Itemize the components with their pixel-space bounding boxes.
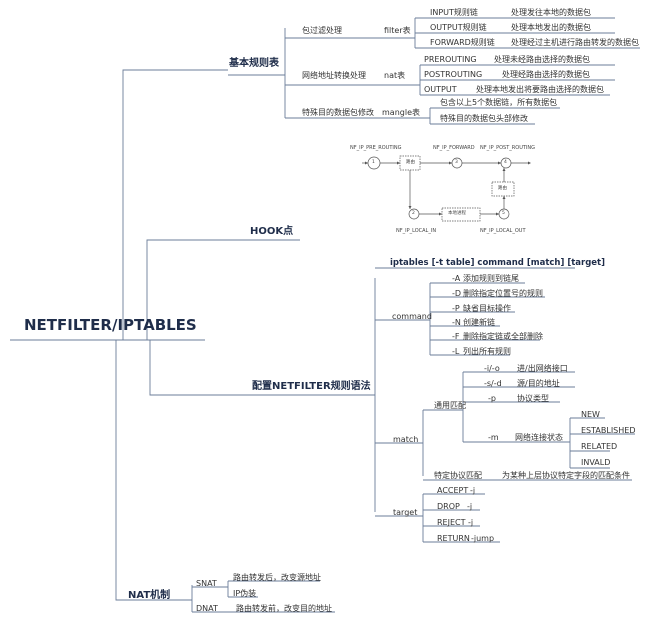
general-match: 通用匹配 bbox=[434, 401, 466, 410]
postrouting-chain: POSTROUTING bbox=[424, 70, 483, 79]
cmd-desc-F: 删除指定链或全部删除 bbox=[463, 332, 543, 341]
nat-purpose: 网络地址转换处理 bbox=[302, 71, 366, 80]
state-opt: -m bbox=[488, 433, 499, 442]
hook-pre-routing: NF_IP_PRE_ROUTING bbox=[350, 145, 402, 151]
hook-node-1: 1 bbox=[372, 160, 375, 165]
state-established: ESTABLISHED bbox=[581, 426, 636, 435]
mangle-desc-1: 包含以上5个数据链，所有数据包 bbox=[440, 98, 558, 107]
cmd-opt-D: -D bbox=[452, 289, 462, 298]
hook-route-1: 路由 bbox=[406, 160, 415, 165]
prerouting-desc: 处理未经路由选择的数据包 bbox=[494, 55, 590, 64]
proto-opt: -p bbox=[488, 394, 496, 403]
hook-forward: NF_IP_FORWARD bbox=[433, 145, 475, 151]
filter-purpose: 包过滤处理 bbox=[302, 26, 342, 35]
iface-desc: 进/出网络接口 bbox=[517, 364, 568, 373]
target-drop: DROP bbox=[437, 502, 460, 511]
dnat-desc: 路由转发前，改变目的地址 bbox=[236, 604, 332, 613]
cmd-desc-P: 缺省目标操作 bbox=[463, 304, 511, 313]
hook-local-process: 本地进程 bbox=[448, 211, 466, 216]
proto-desc: 协议类型 bbox=[517, 394, 549, 403]
forward-chain-desc: 处理经过主机进行路由转发的数据包 bbox=[511, 38, 639, 47]
cmd-opt-A: -A bbox=[452, 274, 461, 283]
snat-desc-1: 路由转发后，改变源地址 bbox=[233, 573, 321, 582]
state-desc: 网络连接状态 bbox=[515, 433, 563, 442]
state-related: RELATED bbox=[581, 442, 618, 451]
output-chain: OUTPUT规则链 bbox=[430, 23, 487, 32]
output-chain-desc: 处理本地发出的数据包 bbox=[511, 23, 591, 32]
filter-table: filter表 bbox=[384, 26, 411, 35]
target-return: RETURN bbox=[437, 534, 470, 543]
config-title: 配置NETFILTER规则语法 bbox=[252, 381, 371, 392]
cmd-opt-F: -F bbox=[452, 332, 460, 341]
proto-specific-match: 特定协议匹配 bbox=[434, 471, 482, 480]
target-return-opt: -jump bbox=[471, 534, 495, 543]
hook-route-2: 路由 bbox=[498, 186, 507, 191]
input-chain: INPUT规则链 bbox=[430, 8, 478, 17]
input-chain-desc: 处理发往本地的数据包 bbox=[511, 8, 591, 17]
target-accept: ACCEPT bbox=[437, 486, 469, 495]
postrouting-desc: 处理经路由选择的数据包 bbox=[502, 70, 590, 79]
prerouting-chain: PREROUTING bbox=[424, 55, 477, 64]
target-label: target bbox=[393, 508, 418, 517]
snat-label: SNAT bbox=[196, 579, 217, 588]
rules-title: 基本规则表 bbox=[229, 58, 279, 69]
target-reject-opt: -j bbox=[468, 518, 474, 527]
mangle-desc-2: 特殊目的数据包头部修改 bbox=[440, 114, 528, 123]
hook-node-2: 2 bbox=[412, 211, 415, 216]
snat-desc-2: IP伪装 bbox=[233, 589, 257, 598]
cmd-opt-N: -N bbox=[452, 318, 461, 327]
nat-output-desc: 处理本地发出将要路由选择的数据包 bbox=[476, 85, 604, 94]
mangle-purpose: 特殊目的数据包修改 bbox=[302, 108, 374, 117]
nat-output-chain: OUTPUT bbox=[424, 85, 457, 94]
proto-specific-desc: 为某种上层协议特定字段的匹配条件 bbox=[502, 471, 630, 480]
addr-desc: 源/目的地址 bbox=[517, 379, 560, 388]
hook-node-5: 5 bbox=[502, 211, 505, 216]
iface-opt: -i/-o bbox=[484, 364, 500, 373]
hook-local-out: NF_IP_LOCAL_OUT bbox=[480, 228, 526, 234]
addr-opt: -s/-d bbox=[484, 379, 502, 388]
state-new: NEW bbox=[581, 410, 600, 419]
nat-title: NAT机制 bbox=[128, 590, 171, 601]
cmd-opt-P: -P bbox=[452, 304, 460, 313]
nat-table: nat表 bbox=[384, 71, 406, 80]
hook-node-3: 3 bbox=[455, 160, 458, 165]
target-drop-opt: -j bbox=[467, 502, 473, 511]
target-accept-opt: -j bbox=[470, 486, 476, 495]
state-invalid: INVALD bbox=[581, 458, 611, 467]
cmd-desc-D: 删除指定位置号的规则 bbox=[463, 289, 543, 298]
cmd-desc-L: 列出所有规则 bbox=[463, 347, 511, 356]
forward-chain: FORWARD规则链 bbox=[430, 38, 495, 47]
cmd-desc-A: 添加规则到链尾 bbox=[463, 274, 519, 283]
hook-local-in: NF_IP_LOCAL_IN bbox=[396, 228, 437, 234]
iptables-syntax: iptables [-t table] command [match] [tar… bbox=[390, 258, 605, 268]
hook-node-4: 4 bbox=[504, 160, 507, 165]
root-title: NETFILTER/IPTABLES bbox=[24, 316, 197, 334]
match-label: match bbox=[393, 435, 419, 444]
cmd-desc-N: 创建新链 bbox=[463, 318, 495, 327]
command-label: command bbox=[392, 312, 432, 321]
target-reject: REJECT bbox=[437, 518, 466, 527]
hook-title: HOOK点 bbox=[250, 226, 294, 237]
cmd-opt-L: -L bbox=[452, 347, 460, 356]
hook-post-routing: NF_IP_POST_ROUTING bbox=[480, 145, 535, 151]
mangle-table: mangle表 bbox=[382, 108, 420, 117]
dnat-label: DNAT bbox=[196, 604, 218, 613]
